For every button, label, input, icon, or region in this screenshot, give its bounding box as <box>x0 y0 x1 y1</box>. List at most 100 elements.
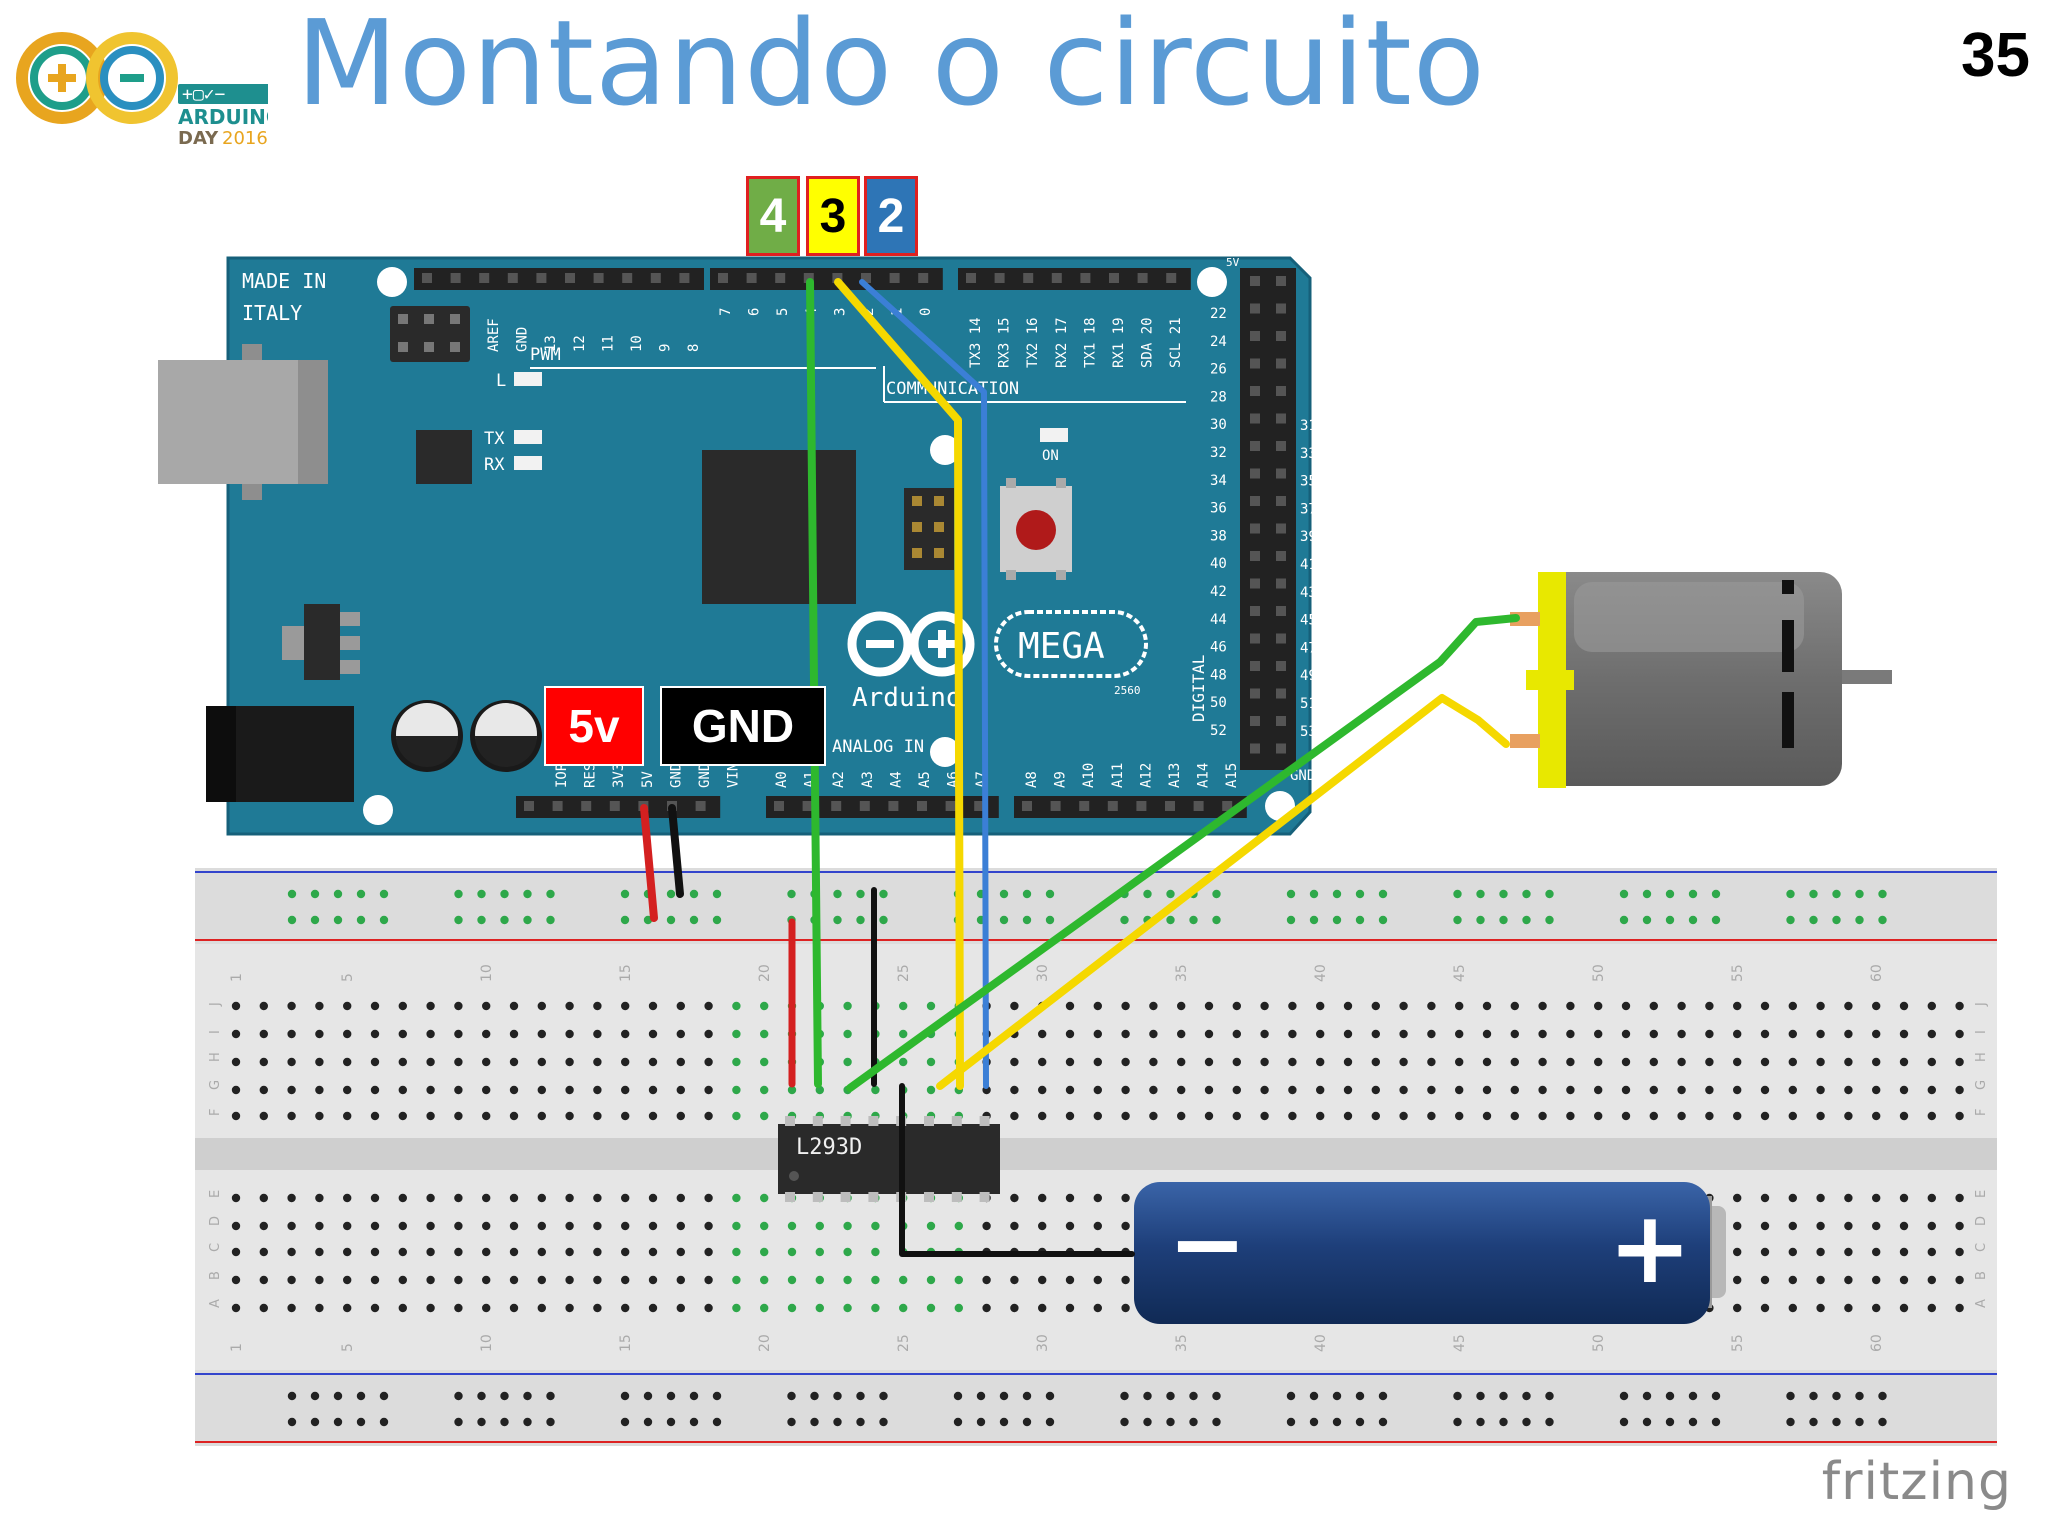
breadboard-hole <box>231 1221 241 1231</box>
header-pin <box>1109 273 1119 283</box>
breadboard-hole <box>1927 1247 1937 1257</box>
rail-hole <box>477 915 486 925</box>
rail-hole <box>1332 1417 1342 1427</box>
rail-hole <box>1476 1391 1485 1401</box>
pwm-label: PWM <box>530 345 561 365</box>
rail-hole <box>454 1391 463 1401</box>
made-in-label: MADE IN <box>242 269 326 293</box>
breadboard-hole <box>926 1085 936 1095</box>
header-pin <box>1276 578 1286 589</box>
rail-hole <box>1665 915 1675 925</box>
breadboard-hole <box>1705 1111 1714 1121</box>
header-pin <box>889 273 900 283</box>
column-number: 40 <box>1313 964 1329 982</box>
mounting-hole <box>377 267 407 297</box>
breadboard-hole <box>1455 1057 1464 1067</box>
breadboard-hole <box>593 1193 602 1203</box>
breadboard-hole <box>1288 1001 1297 1011</box>
breadboard-hole <box>1093 1085 1103 1095</box>
breadboard-hole <box>1816 1001 1825 1011</box>
breadboard-hole <box>1065 1221 1075 1231</box>
breadboard-hole <box>370 1085 380 1095</box>
breadboard-hole <box>899 1001 908 1011</box>
breadboard-hole <box>1010 1193 1019 1203</box>
breadboard-hole <box>1955 1193 1964 1203</box>
pin-text-digital: 42 <box>1210 584 1227 600</box>
breadboard-hole <box>1621 1001 1631 1011</box>
breadboard-hole <box>259 1221 268 1231</box>
breadboard-hole <box>1816 1247 1825 1257</box>
breadboard-hole <box>593 1029 602 1039</box>
breadboard-hole <box>982 1275 991 1285</box>
breadboard-hole <box>1872 1193 1881 1203</box>
breadboard-hole <box>648 1111 658 1121</box>
breadboard-hole <box>1204 1111 1214 1121</box>
header-pin <box>994 273 1005 283</box>
header-pin <box>650 273 661 283</box>
breadboard-hole <box>565 1029 574 1039</box>
breadboard-hole <box>565 1275 574 1285</box>
header-pin <box>1276 496 1286 506</box>
breadboard-hole <box>787 1275 797 1285</box>
pin-text-top: GND <box>515 327 531 352</box>
rail-hole <box>1809 889 1818 899</box>
rail-hole <box>454 915 463 925</box>
rail-hole <box>1189 1391 1198 1401</box>
pin-text-digital: 43 <box>1300 585 1317 601</box>
pin-text-comm: TX1 18 <box>1082 317 1098 368</box>
breadboard-hole <box>370 1221 380 1231</box>
pin-text-comm: RX2 17 <box>1054 317 1070 368</box>
breadboard-hole <box>315 1057 324 1067</box>
pin-text-analog: A3 <box>860 771 876 788</box>
rail-hole <box>1855 1391 1864 1401</box>
breadboard-hole <box>1566 1057 1575 1067</box>
rail-hole <box>1120 915 1129 925</box>
breadboard-hole <box>1010 1275 1019 1285</box>
breadboard-hole <box>1899 1247 1909 1257</box>
breadboard-hole <box>287 1193 296 1203</box>
breadboard-hole <box>315 1303 324 1313</box>
breadboard-hole <box>1399 1111 1408 1121</box>
rail-hole <box>1878 915 1887 925</box>
breadboard-hole <box>843 1001 852 1011</box>
rail-hole <box>689 915 699 925</box>
column-number: 1 <box>229 973 245 982</box>
rail-hole <box>1522 915 1531 925</box>
column-number: 45 <box>1452 1334 1468 1352</box>
pin-label-3-text: 3 <box>819 189 847 243</box>
breadboard-hole <box>982 1303 991 1313</box>
breadboard-hole <box>287 1221 296 1231</box>
pin-text-power: GND <box>668 763 684 788</box>
breadboard-hole <box>760 1275 769 1285</box>
analog-in-label: ANALOG IN <box>832 737 924 757</box>
breadboard-hole <box>1788 1001 1798 1011</box>
breadboard-hole <box>1038 1057 1047 1067</box>
breadboard-hole <box>676 1085 685 1095</box>
breadboard-hole <box>1899 1193 1909 1203</box>
breadboard-hole <box>1177 1029 1186 1039</box>
breadboard-hole <box>899 1057 908 1067</box>
breadboard-hole <box>426 1111 435 1121</box>
row-letter: G <box>1974 1080 1989 1090</box>
breadboard-hole <box>1872 1001 1881 1011</box>
breadboard-hole <box>454 1085 463 1095</box>
pin-headers <box>414 268 1296 818</box>
breadboard-hole <box>287 1057 296 1067</box>
breadboard-hole <box>1482 1029 1492 1039</box>
rail-hole <box>953 1417 963 1427</box>
breadboard-hole <box>1149 1085 1158 1095</box>
breadboard-hole <box>1038 1085 1047 1095</box>
row-letter: I <box>208 1030 223 1034</box>
pin-text-analog: A4 <box>888 771 904 788</box>
breadboard-hole <box>1899 1029 1909 1039</box>
breadboard-hole <box>732 1247 741 1257</box>
breadboard-hole <box>1927 1111 1937 1121</box>
breadboard-hole <box>1343 1057 1353 1067</box>
breadboard-hole <box>1288 1057 1297 1067</box>
breadboard-hole <box>1093 1303 1103 1313</box>
header-top-mid <box>710 268 943 290</box>
rail-hole <box>1309 915 1319 925</box>
breadboard-hole <box>1788 1029 1798 1039</box>
breadboard-hole <box>1232 1111 1242 1121</box>
rx-label: RX <box>484 455 505 475</box>
